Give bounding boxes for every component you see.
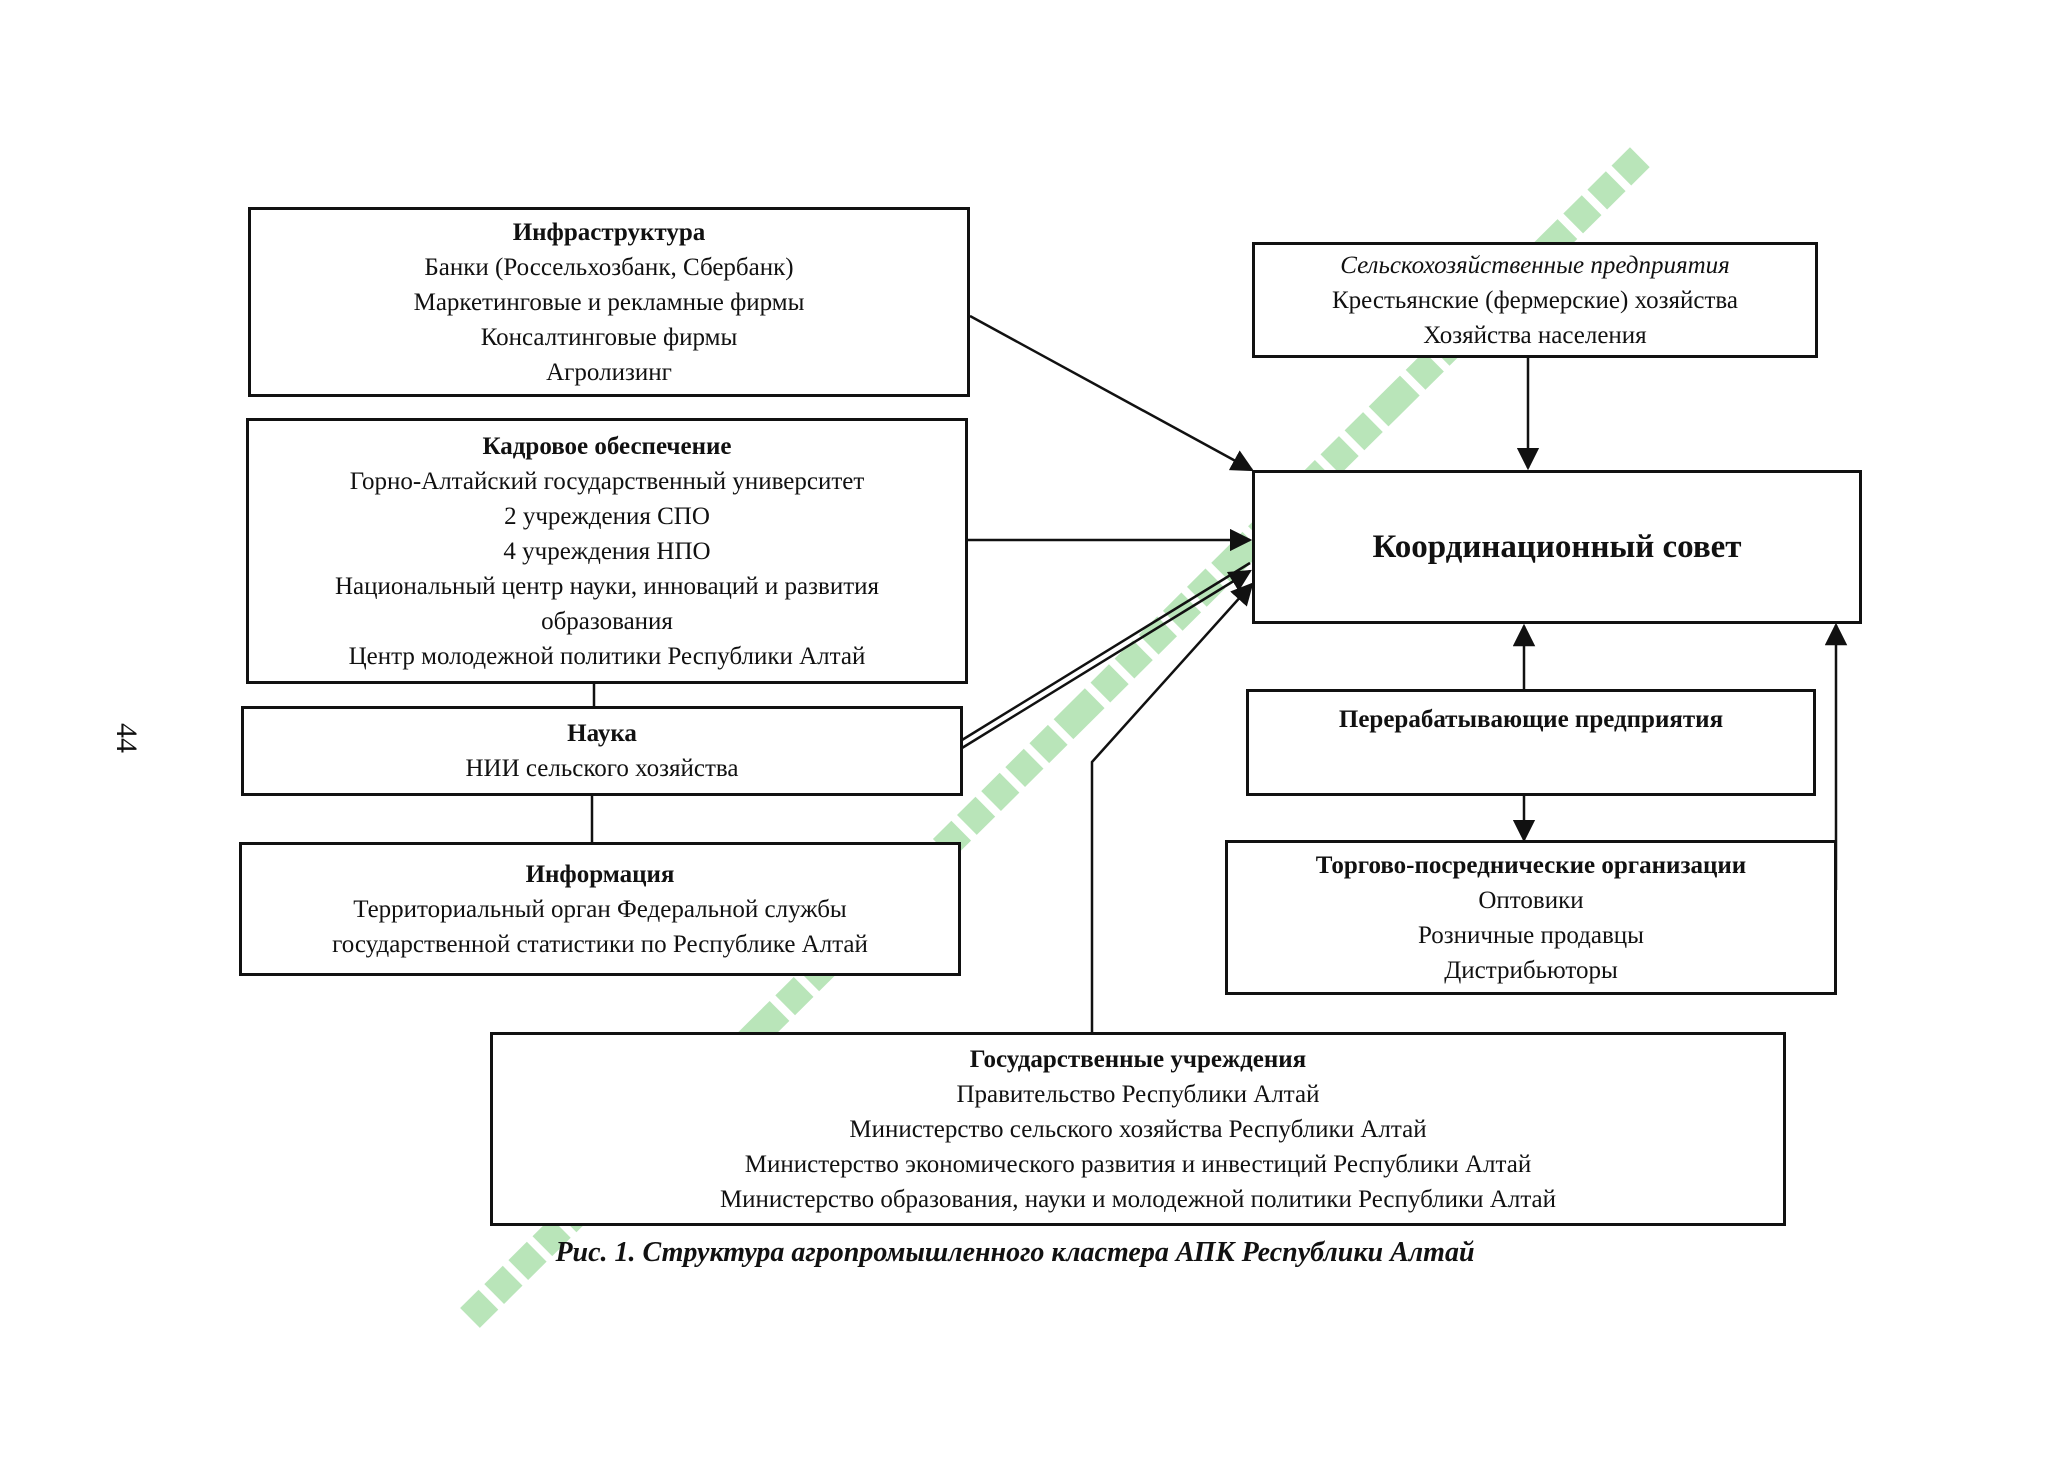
infrastructure-line: Консалтинговые фирмы — [480, 323, 738, 351]
staffing-line: Национальный центр науки, инноваций и ра… — [334, 572, 880, 600]
agri-line: Крестьянские (фермерские) хозяйства — [1331, 286, 1738, 314]
infrastructure-box: Инфраструктура Банки (Россельхозбанк, Сб… — [248, 207, 970, 397]
government-line: Министерство образования, науки и молоде… — [719, 1185, 1557, 1213]
infrastructure-title: Инфраструктура — [512, 218, 706, 246]
infrastructure-line: Агролизинг — [546, 358, 672, 386]
staffing-line: 4 учреждения НПО — [503, 537, 711, 565]
trade-line: Оптовики — [1478, 886, 1584, 914]
arrow-infrastructure-to-council — [969, 314, 1254, 472]
science-line: НИИ сельского хозяйства — [465, 755, 739, 782]
coordination-council-title: Координационный совет — [1372, 528, 1742, 565]
information-line: государственной статистики по Республике… — [332, 930, 868, 958]
science-title: Наука — [567, 720, 637, 747]
science-box: Наука НИИ сельского хозяйства — [241, 706, 963, 796]
infrastructure-line: Банки (Россельхозбанк, Сбербанк) — [424, 253, 794, 281]
coordination-council-box: Координационный совет — [1252, 470, 1862, 624]
government-line: Правительство Республики Алтай — [956, 1080, 1320, 1108]
staffing-line: Горно-Алтайский государственный универси… — [349, 467, 865, 495]
information-box: Информация Территориальный орган Федерал… — [239, 842, 961, 976]
infrastructure-line: Маркетинговые и рекламные фирмы — [413, 288, 805, 316]
arrow-science-to-council-2 — [961, 561, 1251, 742]
staffing-box: Кадровое обеспечение Горно-Алтайский гос… — [246, 418, 968, 684]
government-title: Государственные учреждения — [969, 1045, 1307, 1073]
trade-box: Торгово-посреднические организации Оптов… — [1225, 840, 1837, 995]
processing-title: Перерабатывающие предприятия — [1338, 706, 1724, 733]
agri-producers-box: Сельскохозяйственные предприятия Крестья… — [1252, 242, 1818, 358]
staffing-title: Кадровое обеспечение — [482, 432, 732, 460]
government-line: Министерство сельского хозяйства Республ… — [849, 1115, 1427, 1143]
staffing-line: образования — [541, 607, 673, 635]
trade-title: Торгово-посреднические организации — [1315, 851, 1747, 879]
information-title: Информация — [525, 860, 675, 888]
agri-line: Сельскохозяйственные предприятия — [1340, 251, 1730, 279]
government-box: Государственные учреждения Правительство… — [490, 1032, 1786, 1226]
arrow-science-to-council — [961, 569, 1252, 750]
page-number: 44 — [110, 723, 143, 753]
staffing-line: 2 учреждения СПО — [504, 502, 710, 530]
trade-line: Розничные продавцы — [1418, 921, 1644, 949]
agri-line: Хозяйства населения — [1423, 321, 1647, 349]
trade-line: Дистрибьюторы — [1444, 956, 1618, 984]
figure-caption: Рис. 1. Структура агропромышленного клас… — [555, 1237, 1475, 1268]
government-line: Министерство экономического развития и и… — [744, 1150, 1532, 1178]
arrow-government-to-council — [1090, 582, 1254, 1032]
information-line: Территориальный орган Федеральной службы — [353, 895, 847, 923]
staffing-line: Центр молодежной политики Республики Алт… — [348, 642, 866, 670]
processing-box: Перерабатывающие предприятия — [1246, 689, 1816, 796]
